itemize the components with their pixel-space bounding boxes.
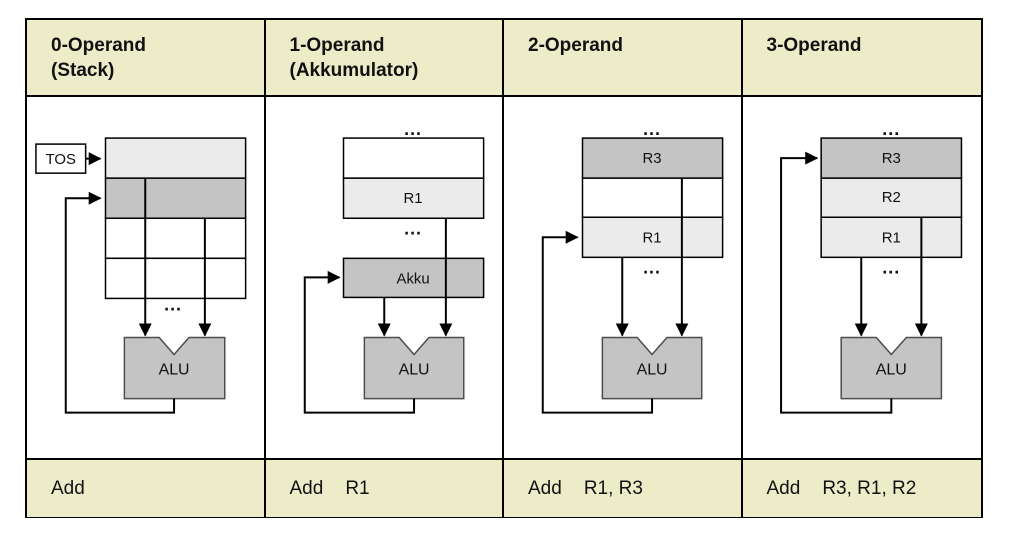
alu-writeback-to-stack-path <box>64 191 176 414</box>
alu-label: ALU <box>159 362 190 379</box>
register-r3-label: R3 <box>643 150 662 167</box>
ellipsis: ... <box>882 257 900 277</box>
ellipsis: ... <box>882 119 900 139</box>
header-title: 1-Operand <box>289 35 385 56</box>
stack-cell-top <box>104 137 247 179</box>
header-subtitle: (Stack) <box>51 60 115 81</box>
column-header-1-operand: 1-Operand (Akkumulator) <box>265 20 504 97</box>
instruction-example-3-operand: Add R3, R1, R2 <box>742 457 981 517</box>
stack-cell-second <box>104 177 247 220</box>
tos-label: TOS <box>46 151 76 168</box>
alu-box <box>123 336 226 400</box>
alu-label: ALU <box>398 362 429 379</box>
register-r2-label: R2 <box>881 189 900 206</box>
register-cell-r3 <box>581 137 724 179</box>
column-header-2-operand: 2-Operand <box>504 20 743 97</box>
instruction-opcode: Add <box>289 477 324 499</box>
ellipsis: ... <box>643 119 661 139</box>
ellipsis: ... <box>404 218 422 238</box>
register-cell-r2 <box>819 177 962 219</box>
header-title: 0-Operand <box>51 35 147 56</box>
register-cell-r1 <box>342 177 484 220</box>
alu-writeback-to-r1-path <box>541 230 654 414</box>
register-cell-empty <box>342 137 484 179</box>
register-r1-label: R1 <box>643 229 662 246</box>
stack-cell-fourth <box>104 257 247 300</box>
column-header-3-operand: 3-Operand <box>742 20 981 97</box>
alu-writeback-to-akku-path <box>303 270 415 414</box>
instruction-example-2-operand: Add R1, R3 <box>504 457 743 517</box>
akku-label: Akku <box>396 270 429 287</box>
alu-writeback-to-r3-path <box>779 151 892 414</box>
operand-architecture-table: 0-Operand (Stack) 1-Operand (Akkumulator… <box>25 18 983 518</box>
register-cell-r1 <box>581 216 724 259</box>
ellipsis: ... <box>164 294 182 314</box>
register-r1-label: R1 <box>403 190 422 207</box>
instruction-operands: R3, R1, R2 <box>822 477 917 499</box>
instruction-operands: R1 <box>345 477 370 499</box>
register-cell-r3 <box>819 137 962 179</box>
alu-label: ALU <box>637 362 668 379</box>
instruction-operands: R1, R3 <box>583 477 643 499</box>
column-header-0-operand: 0-Operand (Stack) <box>27 20 266 97</box>
register-r3-label: R3 <box>881 150 900 167</box>
alu-box <box>363 336 464 400</box>
ellipsis: ... <box>404 119 422 139</box>
instruction-opcode: Add <box>51 477 85 499</box>
akku-box <box>342 257 484 299</box>
header-title: 2-Operand <box>528 35 624 56</box>
instruction-example-0-operand: Add <box>27 457 266 517</box>
alu-box <box>601 336 703 400</box>
ellipsis: ... <box>643 257 661 277</box>
register-cell-r1 <box>819 216 962 259</box>
instruction-opcode: Add <box>766 477 801 499</box>
header-title: 3-Operand <box>766 35 862 56</box>
diagram-0-operand-stack: TOS ... ALU <box>27 97 266 458</box>
alu-label: ALU <box>875 361 906 379</box>
alu-box <box>839 336 942 400</box>
header-subtitle: (Akkumulator) <box>289 60 419 81</box>
diagram-3-operand: ... R3 R2 R1 ... ALU <box>742 97 981 458</box>
register-r1-label: R1 <box>881 229 900 246</box>
register-cell-empty <box>581 177 724 219</box>
diagram-2-operand: ... R3 R1 ... ALU <box>504 97 743 458</box>
instruction-opcode: Add <box>528 477 562 499</box>
instruction-example-1-operand: Add R1 <box>265 457 504 517</box>
diagram-1-operand-akkumulator: ... R1 ... Akku ALU <box>265 97 504 458</box>
stack-cell-third <box>104 217 247 260</box>
